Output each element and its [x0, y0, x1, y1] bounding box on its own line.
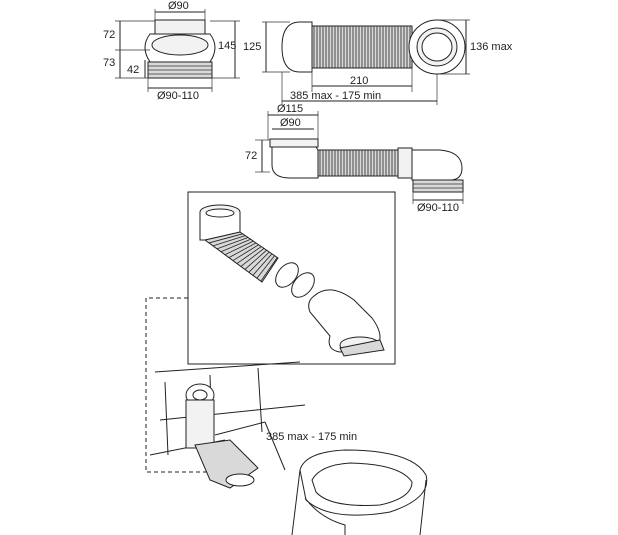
side-view: 125 136 max 210 385 max - 175 min — [243, 19, 513, 105]
front-lower-height: 73 — [103, 57, 115, 69]
front-bottom-diameter: Ø90-110 — [157, 90, 199, 102]
corrugation-rib — [220, 238, 251, 253]
corrugation-rib — [208, 233, 243, 244]
corrugation-rib — [240, 248, 265, 267]
install-extension-range: 385 max - 175 min — [266, 431, 357, 443]
side-outer-height: 136 max — [470, 41, 513, 53]
corrugation-rib — [244, 249, 267, 270]
corrugation-rib — [216, 237, 249, 250]
front-total-height: 145 — [218, 40, 236, 52]
corrugation-rib — [228, 242, 257, 258]
angled-inner-diameter: Ø90 — [280, 117, 301, 129]
angled-height: 72 — [245, 150, 257, 162]
corrugation-rib — [248, 251, 270, 273]
exploded-view-frame — [187, 191, 396, 365]
exploded-view — [187, 191, 396, 365]
front-inner-height: 42 — [127, 64, 139, 76]
corrugation-rib — [252, 253, 273, 276]
corrugation-rib — [256, 255, 275, 279]
side-corrugated-length: 210 — [350, 75, 368, 87]
angled-view: Ø115 Ø90 72 Ø90-110 — [245, 103, 464, 214]
angled-outer-diameter: Ø115 — [277, 103, 303, 115]
front-view: Ø90 72 73 42 145 Ø90-110 — [103, 0, 240, 102]
corrugation-rib — [212, 235, 246, 247]
angled-outlet-diameter: Ø90-110 — [417, 202, 459, 214]
front-top-diameter: Ø90 — [168, 0, 189, 12]
corrugation-rib — [224, 240, 254, 256]
corrugation-rib — [204, 231, 241, 241]
corrugation-rib — [232, 244, 259, 261]
front-upper-height: 72 — [103, 29, 115, 41]
corrugation-rib — [260, 257, 278, 282]
side-height: 125 — [243, 41, 261, 53]
corrugation-rib — [236, 246, 262, 264]
install-view: 385 max - 175 min — [145, 297, 428, 535]
side-extension-range: 385 max - 175 min — [290, 90, 381, 102]
